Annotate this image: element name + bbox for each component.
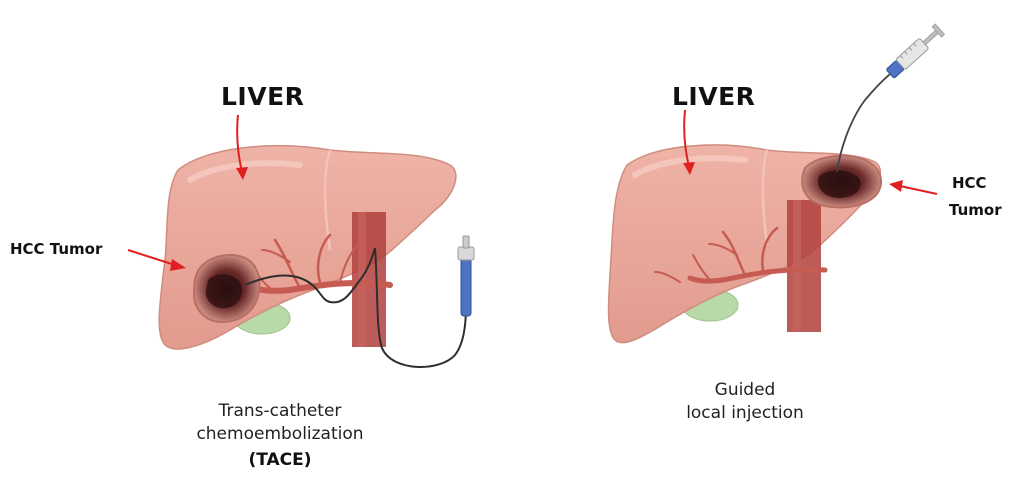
liver-label: LIVER [672,82,755,111]
vena-cava [352,212,386,347]
vena-cava [787,200,821,332]
hcc-tumor-label-line2: Tumor [949,201,1002,219]
injection-caption-line2: local injection [665,403,825,424]
syringe [885,24,944,79]
tumor-arrow-right [889,180,937,194]
hcc-tumor-label: HCC Tumor [10,240,102,258]
hcc-tumor-left [194,255,259,322]
hcc-tumor-label-line1: HCC [952,174,987,192]
tace-caption-line2: chemoembolization [180,424,380,445]
tace-panel: LIVER HCC Tumor Trans-catheter chemoembo… [0,0,505,479]
hcc-tumor-right [802,156,881,208]
liver-label: LIVER [221,82,304,111]
vena-cava-highlight [793,200,801,332]
injection-caption-line1: Guided [685,380,805,401]
tace-acronym: (TACE) [240,450,320,470]
catheter-device [458,236,474,316]
tace-caption-line1: Trans-catheter [200,401,360,422]
injection-panel: LIVER HCC Tumor Guided local injection [505,0,1015,479]
liver-arrow-right [683,110,695,175]
